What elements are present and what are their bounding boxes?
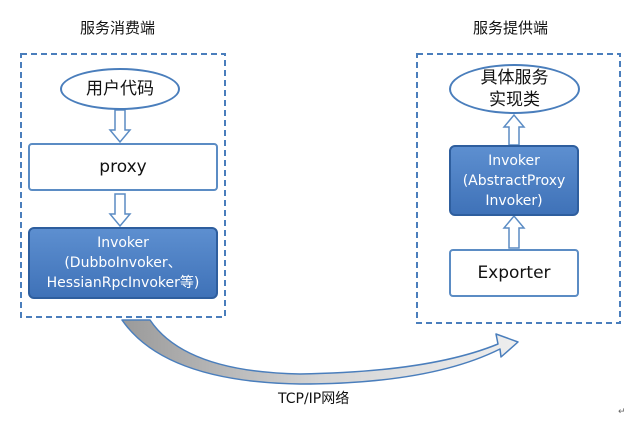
service-impl-line-2: 实现类 — [489, 90, 540, 110]
user-code-label: 用户代码 — [86, 79, 154, 99]
consumer-invoker-box: Invoker (DubboInvoker、 HessianRpcInvoker… — [28, 227, 218, 299]
arrow-user-code-to-proxy — [108, 109, 132, 144]
service-impl-oval: 具体服务 实现类 — [449, 64, 580, 114]
consumer-title: 服务消费端 — [80, 19, 156, 37]
consumer-frame — [20, 53, 226, 318]
provider-title: 服务提供端 — [473, 19, 549, 37]
consumer-invoker-line-1: Invoker — [97, 235, 149, 251]
proxy-label: proxy — [99, 157, 147, 177]
provider-frame — [416, 53, 621, 324]
provider-invoker-line-1: Invoker — [488, 152, 540, 169]
arrow-invoker-to-impl — [502, 113, 526, 146]
exporter-box: Exporter — [449, 249, 579, 297]
tcp-ip-curved-arrow — [121, 319, 519, 385]
arrow-proxy-to-invoker — [108, 193, 132, 228]
exporter-label: Exporter — [477, 263, 551, 283]
user-code-oval: 用户代码 — [60, 68, 180, 110]
provider-invoker-line-2: (AbstractProxy — [462, 172, 566, 189]
consumer-invoker-line-2: (DubboInvoker、 — [64, 255, 182, 271]
provider-invoker-line-3: Invoker) — [485, 192, 543, 209]
paragraph-mark: ↵ — [618, 407, 626, 417]
provider-invoker-box: Invoker (AbstractProxy Invoker) — [449, 145, 579, 216]
service-impl-line-1: 具体服务 — [480, 68, 549, 88]
tcp-ip-network-label: TCP/IP网络 — [278, 391, 350, 407]
arrow-exporter-to-invoker — [502, 214, 526, 249]
proxy-box: proxy — [28, 143, 218, 191]
consumer-invoker-line-3: HessianRpcInvoker等) — [46, 275, 200, 291]
